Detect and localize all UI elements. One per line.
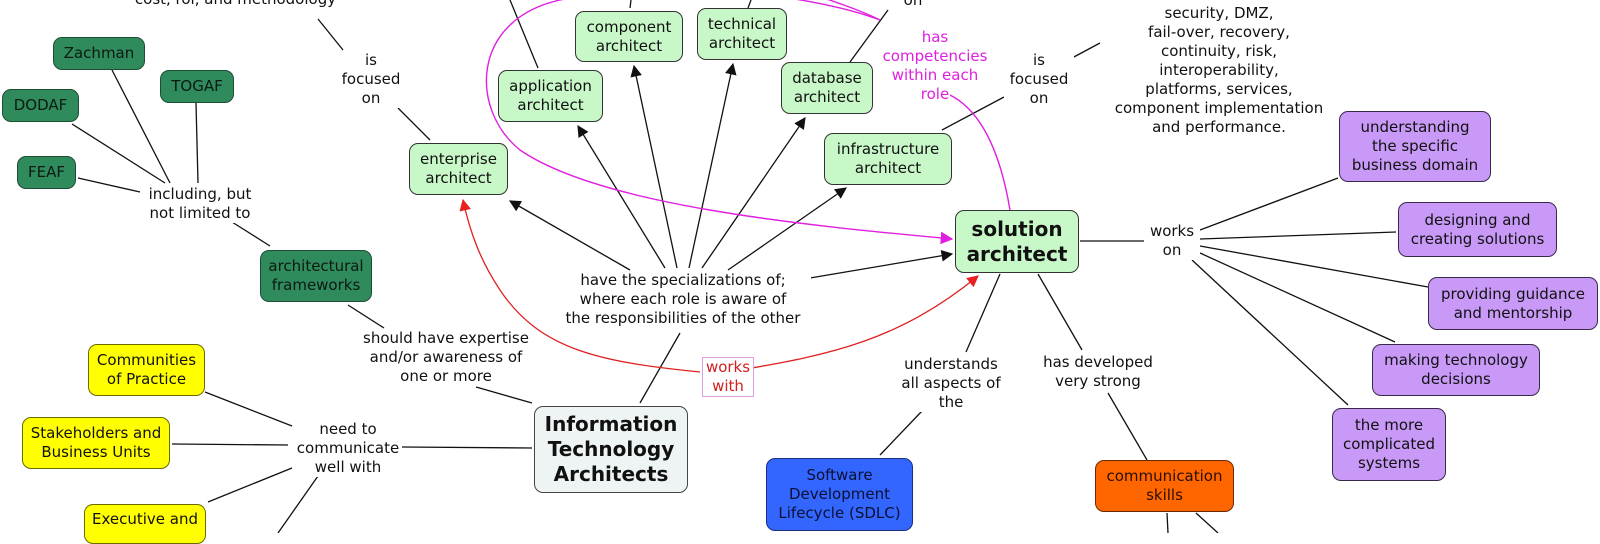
label-enterprise-is-focused-on: is focused on	[336, 51, 406, 108]
label-enterprise-focus-text: cost, roi, and methodology	[128, 0, 343, 9]
label-infra-focus-text: security, DMZ, fail-over, recovery, cont…	[1104, 4, 1334, 137]
node-database-architect[interactable]: database architect	[781, 62, 873, 114]
node-stakeholders[interactable]: Stakeholders and Business Units	[22, 417, 170, 469]
node-technical-architect[interactable]: technical architect	[697, 8, 787, 60]
arrow-infrastructure	[727, 187, 847, 271]
link-database-on	[849, 9, 889, 63]
node-guidance-mentorship[interactable]: providing guidance and mentorship	[1428, 277, 1598, 330]
node-infrastructure-architect[interactable]: infrastructure architect	[824, 133, 952, 185]
link-stakeholders	[171, 443, 289, 446]
link-works-on-domain	[1199, 177, 1339, 231]
arrow-solution	[809, 249, 954, 279]
link-feaf	[77, 177, 141, 193]
node-dodaf[interactable]: DODAF	[2, 89, 79, 122]
node-communities-of-practice[interactable]: Communities of Practice	[88, 344, 205, 396]
link-including-frameworks	[231, 221, 271, 247]
arrow-application	[577, 125, 666, 269]
node-sdlc[interactable]: Software Development Lifecycle (SDLC)	[766, 458, 913, 531]
link-application-up	[509, 0, 539, 69]
works-with-curve-left	[459, 198, 701, 373]
label-specializations: have the specializations of; where each …	[555, 271, 811, 328]
link-works-on-complicated	[1191, 259, 1349, 406]
label-need-to-communicate: need to communicate well with	[294, 420, 402, 477]
arrow-technical	[688, 62, 737, 269]
competency-loop	[485, 0, 1011, 239]
node-architectural-frameworks[interactable]: architectural frameworks	[260, 250, 372, 302]
link-executive	[207, 467, 293, 503]
competency-loop-top	[827, 0, 881, 21]
link-executive-2	[277, 475, 319, 533]
link-solution-developed	[1037, 273, 1083, 351]
arrow-enterprise	[508, 200, 631, 271]
label-database-on: on	[903, 0, 923, 9]
node-enterprise-architect[interactable]: enterprise architect	[409, 143, 508, 195]
link-developed-communication	[1107, 392, 1148, 461]
link-communication-down-1	[1166, 512, 1169, 533]
link-communities	[204, 391, 293, 427]
works-with-curve-right	[739, 275, 979, 371]
link-zachman	[111, 69, 171, 184]
link-technical-up	[747, 0, 752, 9]
link-solution-understands	[965, 273, 1001, 353]
link-component-up	[629, 0, 632, 9]
link-is-focused-text	[1071, 42, 1101, 59]
link-works-on-decisions	[1199, 252, 1396, 343]
node-component-architect[interactable]: component architect	[575, 11, 683, 62]
label-understands-all-aspects: understands all aspects of the	[895, 355, 1007, 412]
node-togaf[interactable]: TOGAF	[160, 70, 234, 103]
link-frameworks-expertise	[347, 304, 385, 329]
node-zachman[interactable]: Zachman	[53, 37, 145, 70]
node-designing-solutions[interactable]: designing and creating solutions	[1398, 202, 1557, 257]
node-application-architect[interactable]: application architect	[498, 70, 603, 122]
node-solution-architect[interactable]: solution architect	[955, 210, 1079, 273]
node-technology-decisions[interactable]: making technology decisions	[1372, 344, 1540, 396]
label-works-with: works with	[702, 357, 754, 397]
link-enterprise-focus-text	[317, 18, 344, 51]
node-complicated-systems[interactable]: the more complicated systems	[1332, 408, 1446, 481]
arrow-database	[701, 117, 806, 269]
label-including-not-limited: including, but not limited to	[140, 185, 260, 223]
link-works-on-guidance	[1199, 245, 1429, 288]
node-it-architects[interactable]: Information Technology Architects	[534, 406, 688, 493]
link-works-on-designing	[1199, 231, 1397, 240]
label-infra-is-focused-on: is focused on	[1004, 51, 1074, 108]
node-communication-skills[interactable]: communication skills	[1095, 460, 1234, 512]
node-feaf[interactable]: FEAF	[17, 156, 76, 189]
concept-map-links	[71, 0, 1429, 533]
link-dodaf	[71, 123, 166, 184]
arrow-component	[630, 64, 678, 269]
node-understanding-business-domain[interactable]: understanding the specific business doma…	[1339, 111, 1491, 182]
label-works-on: works on	[1144, 222, 1200, 260]
link-communication-down-2	[1195, 512, 1219, 533]
link-enterprise-is-focused	[397, 107, 431, 141]
node-executive[interactable]: Executive and	[84, 504, 206, 544]
label-has-competencies: has competencies within each role	[882, 28, 988, 103]
label-should-have-expertise: should have expertise and/or awareness o…	[356, 329, 536, 386]
link-expertise-root	[475, 386, 533, 404]
link-understands-sdlc	[879, 410, 923, 456]
label-has-developed: has developed very strong	[1035, 353, 1161, 391]
link-communicate-root	[401, 446, 533, 449]
link-togaf	[195, 102, 199, 184]
